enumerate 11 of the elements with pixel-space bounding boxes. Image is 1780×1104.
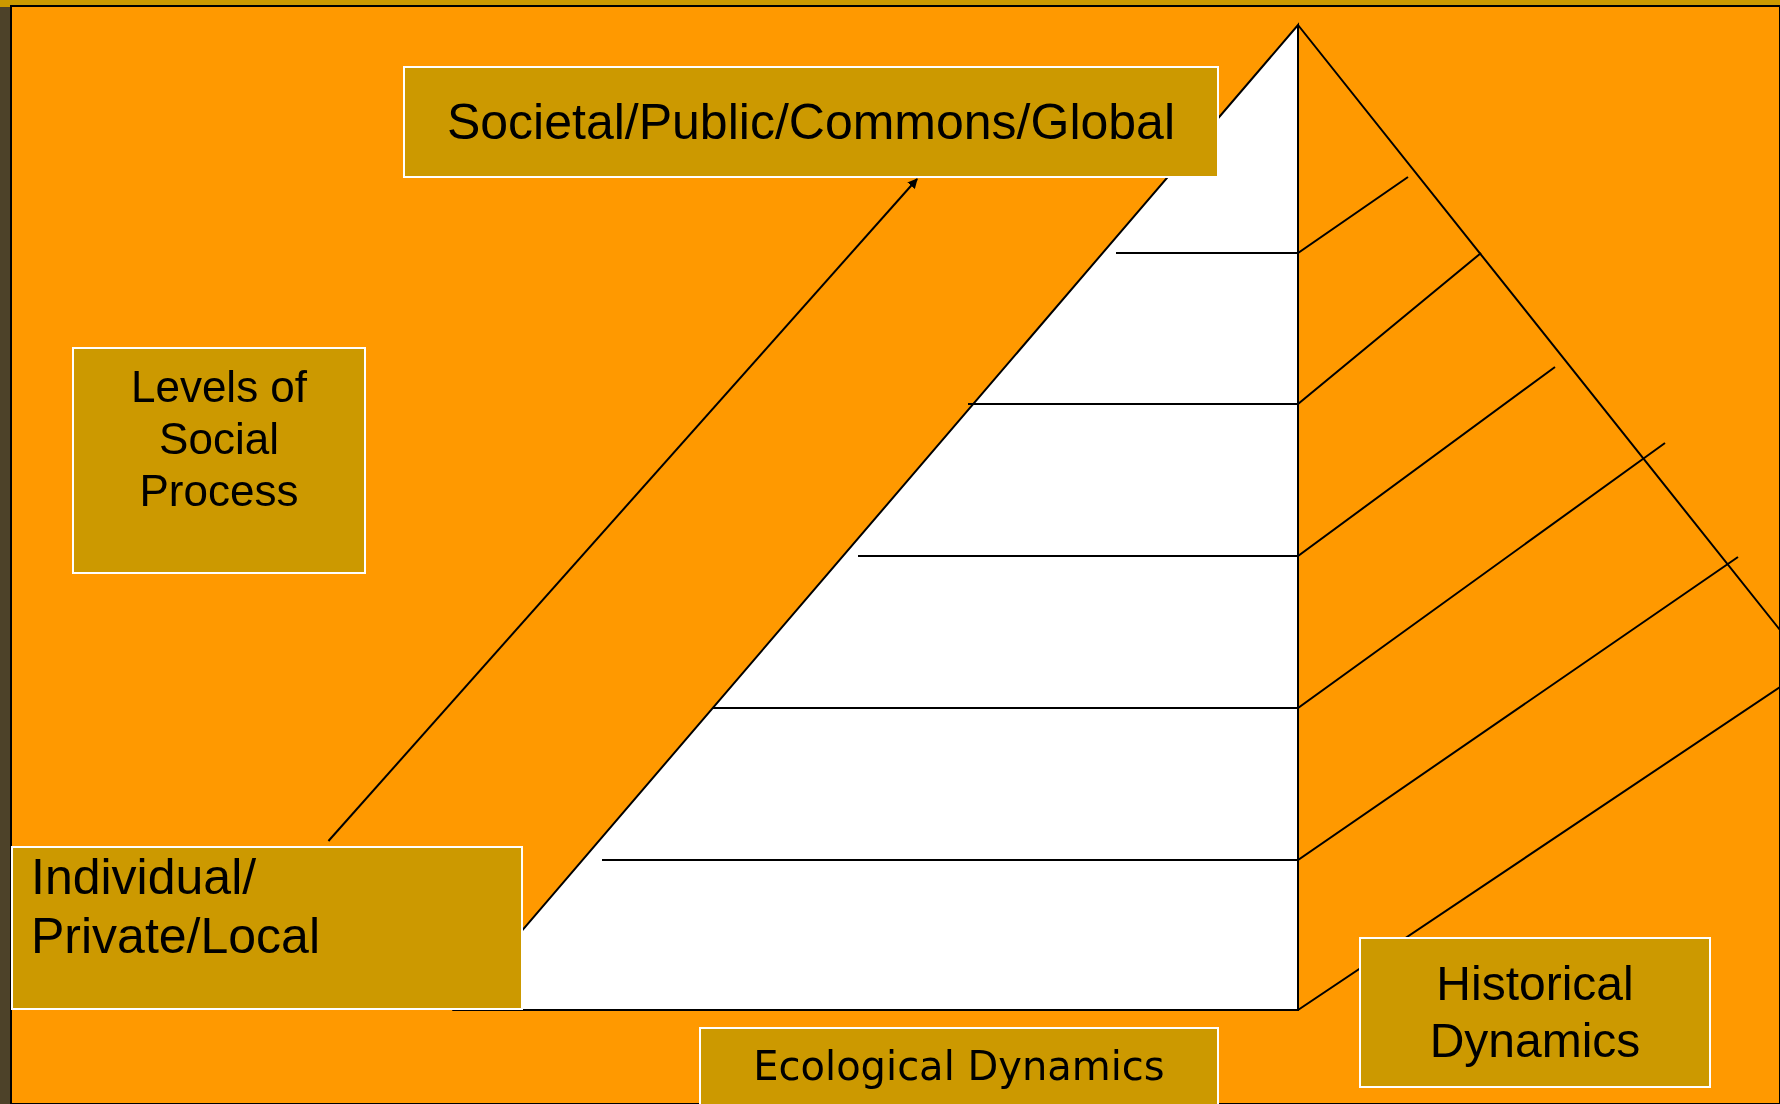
label-box bbox=[699, 1027, 1219, 1104]
arrow bbox=[327, 178, 919, 842]
box-label: Historical Dynamics bbox=[1428, 955, 1642, 1069]
box-label: Ecological Dynamics bbox=[753, 1043, 1165, 1091]
label-box bbox=[11, 846, 523, 1010]
box-label: Levels of Social Process bbox=[129, 361, 309, 517]
box-label: Individual/ Private/Local bbox=[31, 848, 322, 966]
label-box bbox=[72, 347, 366, 574]
label-box bbox=[1359, 937, 1711, 1088]
label-box bbox=[403, 66, 1219, 178]
box-label: Societal/Public/Commons/Global bbox=[446, 92, 1176, 152]
